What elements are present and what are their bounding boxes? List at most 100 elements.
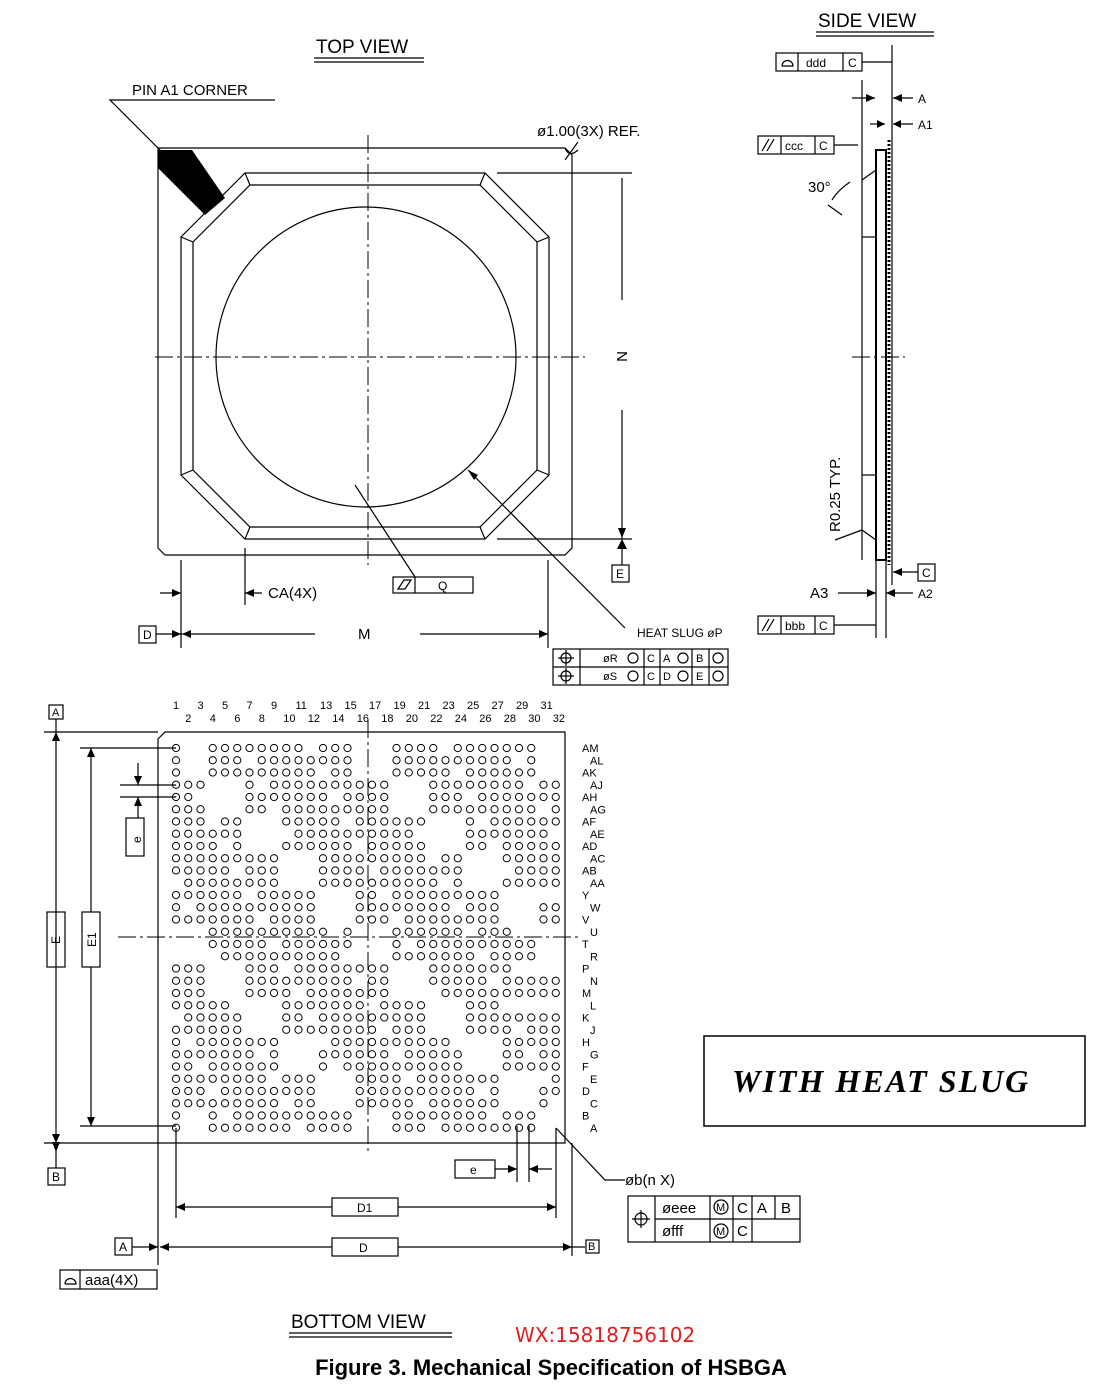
d-datum-label: D: [143, 628, 152, 642]
solder-ball: [245, 878, 254, 887]
solder-ball: [282, 756, 291, 765]
solder-ball: [282, 1086, 291, 1096]
solder-ball: [465, 841, 475, 851]
solder-ball: [441, 915, 450, 924]
solder-ball: [465, 952, 475, 961]
solder-ball: [318, 1025, 328, 1034]
solder-ball: [208, 1062, 217, 1071]
eee-label: øeee: [662, 1200, 696, 1217]
solder-ball: [367, 915, 377, 924]
solder-ball: [441, 866, 450, 875]
solder-ball: [184, 1074, 193, 1083]
solder-ball: [404, 841, 413, 851]
d-dim-label: D: [359, 1241, 368, 1255]
ddd-ref: C: [848, 56, 857, 70]
column-number: 20: [406, 713, 418, 725]
solder-ball: [245, 1099, 254, 1108]
column-number: 29: [516, 700, 528, 712]
row-letter: AL: [590, 755, 603, 767]
solder-ball: [257, 988, 266, 998]
solder-ball: [429, 1111, 438, 1120]
solder-ball: [196, 841, 205, 851]
solder-ball: [465, 768, 475, 777]
solder-ball: [208, 927, 217, 936]
solder-ball: [220, 878, 230, 887]
row-letter: K: [582, 1013, 590, 1025]
solder-ball: [208, 1111, 217, 1120]
column-number: 13: [320, 700, 332, 712]
solder-ball: [184, 915, 193, 924]
solder-ball: [306, 829, 315, 838]
solder-ball: [208, 878, 217, 887]
solder-ball: [514, 743, 524, 753]
column-number: 32: [553, 713, 565, 725]
solder-ball: [220, 903, 230, 912]
solder-ball: [416, 743, 426, 753]
solder-ball: [514, 768, 524, 777]
pin-a1-marker: [158, 150, 225, 215]
solder-ball: [551, 1013, 560, 1022]
solder-ball: [429, 915, 438, 924]
solder-ball: [490, 903, 499, 912]
solder-ball: [392, 1037, 401, 1047]
solder-ball: [343, 988, 352, 998]
solder-ball: [502, 805, 511, 814]
solder-ball: [171, 1037, 181, 1047]
solder-ball: [380, 780, 389, 789]
svg-text:M: M: [716, 1202, 725, 1214]
solder-ball: [245, 1050, 254, 1059]
solder-ball: [453, 1062, 462, 1071]
solder-ball: [331, 780, 340, 789]
fff-ref-c: C: [737, 1223, 748, 1240]
solder-ball: [343, 976, 352, 985]
solder-ball: [514, 1111, 524, 1120]
solder-ball: [269, 976, 279, 985]
n-dimension-label: N: [613, 351, 630, 362]
solder-ball: [220, 756, 230, 765]
solder-ball: [465, 829, 475, 838]
solder-ball: [233, 743, 242, 753]
solder-ball: [490, 939, 499, 949]
solder-ball: [171, 817, 181, 826]
solder-ball: [392, 829, 401, 838]
solder-ball: [245, 743, 254, 753]
column-number: 6: [234, 713, 240, 725]
solder-ball: [171, 841, 181, 851]
solder-ball: [416, 1074, 426, 1083]
solder-ball: [257, 890, 266, 900]
solder-ball: [343, 939, 352, 949]
solder-ball: [220, 866, 230, 875]
solder-ball: [478, 792, 487, 802]
solder-ball: [282, 792, 291, 802]
solder-ball: [392, 1123, 401, 1132]
solder-ball: [355, 878, 364, 887]
solder-ball: [245, 1123, 254, 1132]
row-letter: B: [582, 1111, 589, 1123]
solder-ball: [294, 768, 303, 777]
solder-ball: [502, 927, 511, 936]
solder-ball: [539, 915, 548, 924]
column-number: 19: [394, 700, 406, 712]
solder-ball: [527, 829, 536, 838]
solder-ball: [184, 976, 193, 985]
solder-ball: [184, 988, 193, 998]
solder-ball: [429, 878, 438, 887]
datum-a-top: A: [52, 707, 60, 719]
solder-ball: [514, 841, 524, 851]
solder-ball: [171, 756, 181, 765]
solder-ball: [416, 890, 426, 900]
solder-ball: [233, 1099, 242, 1108]
solder-ball: [331, 976, 340, 985]
column-number: 11: [296, 700, 307, 712]
solder-ball: [208, 1025, 217, 1034]
solder-ball: [478, 939, 487, 949]
solder-ball: [343, 1037, 352, 1047]
solder-ball: [465, 1086, 475, 1096]
solder-ball: [465, 1123, 475, 1132]
solder-ball: [392, 1025, 401, 1034]
solder-ball: [184, 829, 193, 838]
solder-ball: [331, 854, 340, 863]
e-datum-label: E: [616, 567, 624, 581]
solder-ball: [331, 1050, 340, 1059]
solder-ball: [306, 841, 315, 851]
